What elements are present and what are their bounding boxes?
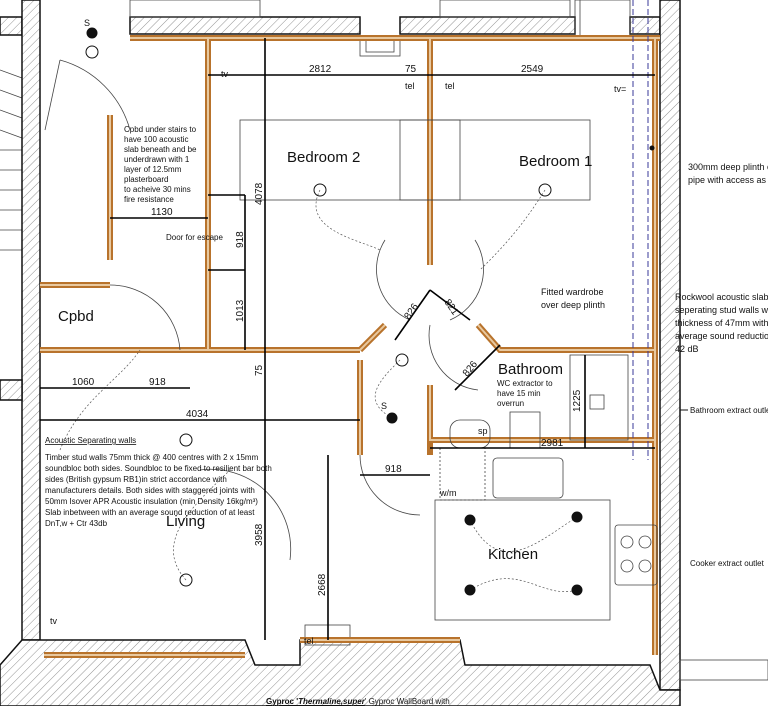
dim-75: 75 — [405, 64, 417, 75]
light-points — [85, 27, 655, 596]
acoustic-note: Timber stud walls 75mm thick @ 400 centr… — [45, 453, 274, 528]
sink — [492, 457, 564, 499]
smoke-detector-icon — [386, 412, 398, 424]
acoustic-title: Acoustic Separating walls — [45, 436, 136, 445]
dim-2549: 2549 — [521, 64, 544, 75]
smoke-detector-icon — [86, 27, 98, 39]
dim-826-bath: 826 — [461, 359, 480, 379]
downlight-icon — [464, 584, 476, 596]
room-bedroom-2: Bedroom 2 — [287, 149, 360, 166]
room-cupboard: Cpbd — [58, 308, 94, 325]
dim-2668: 2668 — [317, 573, 328, 596]
ceiling-light-icon — [179, 573, 193, 587]
services-pipe — [632, 0, 649, 460]
dim-3958: 3958 — [254, 523, 265, 546]
downlight-icon — [571, 511, 583, 523]
doors — [44, 59, 484, 561]
wardrobe-note: Fitted wardrobe over deep plinth — [541, 287, 606, 310]
dim-918: 918 — [149, 377, 166, 388]
downlight-icon — [571, 584, 583, 596]
room-bedroom-1: Bedroom 1 — [519, 153, 592, 170]
smoke-label: S — [381, 401, 387, 411]
dim-1013: 1013 — [235, 299, 246, 322]
dim-1225: 1225 — [572, 389, 583, 412]
washing-machine-label: w/m — [439, 488, 457, 498]
wc-extractor-note: WC extractor to have 15 min overrun — [497, 379, 555, 408]
dim-75-vertical: 75 — [254, 364, 265, 376]
dim-2981: 2981 — [541, 438, 564, 449]
wiring — [59, 189, 578, 592]
extractor-fan-icon — [589, 394, 605, 410]
washing-machine-space — [439, 447, 486, 501]
ceiling-light-icon — [538, 183, 552, 197]
tel-label: tel — [304, 636, 314, 646]
dim-918-hall: 918 — [385, 464, 402, 475]
dim-826: 826 — [402, 301, 421, 321]
tv-label: tv= — [614, 84, 626, 94]
tv-label: tv — [50, 616, 58, 626]
rockwool-note: Rockwool acoustic slab seperating stud w… — [675, 292, 768, 354]
room-labels: Bedroom 2 Bedroom 1 Cpbd Bathroom Living… — [58, 149, 592, 563]
dim-918-vertical: 918 — [235, 231, 246, 248]
ceiling-light-icon — [313, 183, 327, 197]
ceiling-light-icon — [85, 45, 99, 59]
fittings — [239, 119, 658, 621]
dim-1060: 1060 — [72, 377, 95, 388]
room-bathroom: Bathroom — [498, 361, 563, 378]
room-kitchen: Kitchen — [488, 546, 538, 563]
cupboard-note: Cpbd under stairs to have 100 acoustic s… — [124, 125, 199, 204]
room-living: Living — [166, 513, 205, 530]
ceiling-light-icon — [179, 433, 193, 447]
shaver-point-label: sp — [478, 426, 488, 436]
dim-2812: 2812 — [309, 64, 332, 75]
dimension-lines — [40, 38, 655, 640]
symbol-labels: S S tel tel tel tv tv= tv sp w/m — [50, 18, 626, 646]
bathroom-extract-note: Bathroom extract outlet — [690, 406, 768, 415]
dim-4034: 4034 — [186, 409, 209, 420]
dim-1130: 1130 — [151, 207, 173, 218]
annotations: Door for escape Cpbd under stairs to hav… — [45, 125, 768, 706]
plinth-note: 300mm deep plinth c pipe with access as — [688, 162, 768, 185]
cooker-extract-note: Cooker extract outlet — [690, 559, 765, 568]
dim-4078: 4078 — [254, 182, 265, 205]
smoke-label: S — [84, 18, 90, 28]
tel-label: tel — [405, 81, 415, 91]
staircase — [0, 69, 23, 251]
caption: Gyproc 'Thermaline,super' Gyproc WallBoa… — [266, 697, 450, 706]
hob — [614, 524, 658, 586]
tel-label: tel — [445, 81, 455, 91]
ceiling-light-icon — [395, 353, 409, 367]
tv-label: tv — [221, 69, 229, 79]
door-escape-note: Door for escape — [166, 233, 223, 242]
downlight-icon — [464, 514, 476, 526]
